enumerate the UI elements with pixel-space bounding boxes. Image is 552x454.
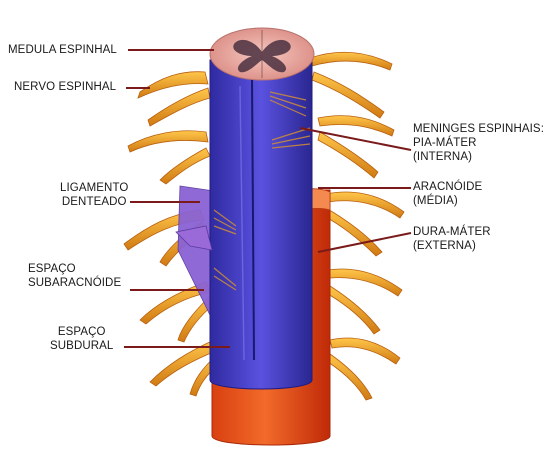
label-dura-mater: DURA-MÁTER (EXTERNA): [413, 225, 491, 253]
label-aracnoide: ARACNÓIDE (MÉDIA): [413, 180, 482, 208]
label-line: DURA-MÁTER: [413, 225, 491, 239]
label-espaco-subdural: ESPAÇO SUBDURAL: [50, 325, 113, 353]
label-line: (MÉDIA): [413, 194, 482, 208]
label-line: SUBARACNÓIDE: [28, 276, 121, 290]
label-line: ESPAÇO: [28, 262, 121, 276]
label-line: DENTEADO: [60, 195, 128, 209]
label-line: LIGAMENTO: [60, 181, 128, 195]
label-medula-espinhal: MEDULA ESPINHAL: [8, 43, 117, 57]
label-line: ESPAÇO: [50, 325, 113, 339]
label-espaco-subaracnoide: ESPAÇO SUBARACNÓIDE: [28, 262, 121, 290]
label-line: (EXTERNA): [413, 239, 491, 253]
label-line: MENINGES ESPINHAIS:: [413, 122, 544, 136]
label-ligamento-denteado: LIGAMENTO DENTEADO: [60, 181, 128, 209]
label-line: NERVO ESPINHAL: [14, 80, 116, 94]
label-line: (INTERNA): [413, 150, 544, 164]
label-line: MEDULA ESPINHAL: [8, 43, 117, 57]
label-line: SUBDURAL: [50, 339, 113, 353]
label-line: ARACNÓIDE: [413, 180, 482, 194]
label-nervo-espinhal: NERVO ESPINHAL: [14, 80, 116, 94]
label-meninges-pia-mater: MENINGES ESPINHAIS: PIA-MÁTER (INTERNA): [413, 122, 544, 164]
label-line: PIA-MÁTER: [413, 136, 544, 150]
